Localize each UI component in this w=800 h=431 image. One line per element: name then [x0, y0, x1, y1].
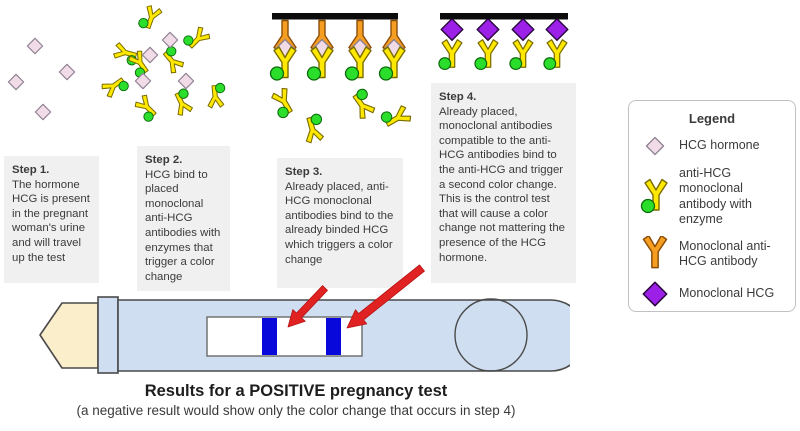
hcg-hormone-icon — [639, 135, 671, 157]
step2-hcg-antibody-cluster — [100, 4, 226, 124]
test-line-bar — [272, 13, 398, 20]
strip-collar — [97, 296, 119, 374]
legend-label-monoclonal-hcg: Monoclonal HCG — [679, 286, 775, 301]
test-strip-illustration — [39, 264, 570, 374]
test-line-arrow — [287, 285, 328, 328]
reaction-diagrams — [7, 0, 600, 152]
legend-item-antibody-with-enzyme: anti-HCG monoclonal antibody with enzyme — [639, 166, 785, 227]
step-3-title: Step 3. — [285, 166, 323, 178]
step-1-title: Step 1. — [12, 164, 50, 176]
results-caption-title: Results for a POSITIVE pregnancy test — [144, 382, 448, 400]
legend-label-monoclonal-antibody: Monoclonal anti-HCG antibody — [679, 238, 771, 268]
results-caption-subtitle: (a negative result would show only the c… — [76, 403, 516, 418]
step-4-title: Step 4. — [439, 91, 477, 103]
control-line-bar — [440, 13, 568, 20]
step3-test-line-sandwich — [268, 13, 413, 144]
anti-hcg-antibody-with-enzyme-icon — [639, 178, 671, 216]
strip-absorbent-tip — [39, 302, 99, 369]
step-4-body: Already placed, monoclonal antibodies co… — [439, 105, 566, 264]
legend-label-antibody-with-enzyme: anti-HCG monoclonal antibody with enzyme — [679, 166, 752, 226]
test-line-band — [262, 318, 277, 355]
control-line-band — [326, 318, 341, 355]
control-line-arrow — [346, 264, 425, 329]
step-2-description: Step 2. HCG bind to placed monoclonal an… — [137, 146, 230, 292]
legend-item-monoclonal-antibody: Monoclonal anti-HCG antibody — [639, 236, 785, 272]
legend-item-hcg-hormone: HCG hormone — [639, 135, 785, 157]
step4-control-line — [439, 13, 568, 69]
results-caption: Results for a POSITIVE pregnancy test (a… — [0, 382, 592, 418]
step-4-description: Step 4. Already placed, monoclonal antib… — [431, 83, 576, 283]
step-1-description: Step 1. The hormone HCG is present in th… — [4, 156, 99, 283]
legend-item-monoclonal-hcg: Monoclonal HCG — [639, 281, 785, 307]
step-3-description: Step 3. Already placed, anti-HCG monoclo… — [277, 158, 403, 288]
legend-label-hcg-hormone: HCG hormone — [679, 138, 760, 153]
strip-thumb-circle — [454, 298, 528, 372]
step1-free-hcg-molecules — [7, 37, 76, 121]
monoclonal-hcg-icon — [639, 281, 671, 307]
step-2-body: HCG bind to placed monoclonal anti-HCG a… — [145, 168, 221, 283]
legend-panel: Legend HCG hormone anti-HCG monoclonal a… — [628, 100, 796, 312]
legend-title: Legend — [688, 111, 736, 126]
step-3-body: Already placed, anti-HCG monoclonal anti… — [285, 180, 394, 266]
step-2-title: Step 2. — [145, 154, 183, 166]
step-1-body: The hormone HCG is present in the pregna… — [12, 178, 90, 264]
monoclonal-anti-hcg-antibody-icon — [639, 236, 671, 272]
